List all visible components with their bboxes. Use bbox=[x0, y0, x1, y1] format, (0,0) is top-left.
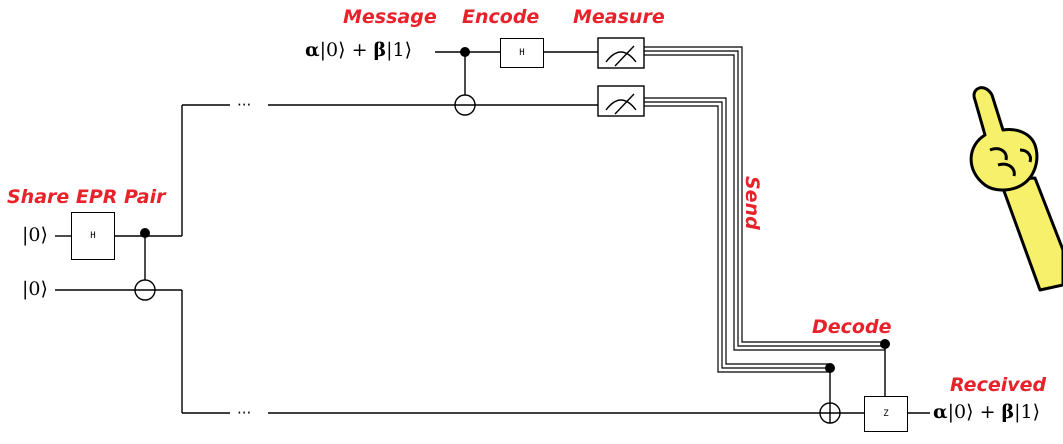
hadamard-gate-share: H bbox=[71, 212, 115, 260]
control-dot-z bbox=[880, 339, 890, 349]
label-message: Message bbox=[343, 6, 437, 28]
meter-2 bbox=[597, 85, 645, 117]
pointing-hand-icon bbox=[969, 86, 1063, 292]
ket-zero-1: |0⟩ bbox=[22, 224, 48, 246]
ket-zero-2: |0⟩ bbox=[22, 278, 48, 300]
received-state: α|0⟩ + β|1⟩ bbox=[933, 401, 1041, 423]
control-dot-epr bbox=[140, 228, 150, 238]
label-encode: Encode bbox=[462, 6, 540, 28]
control-dot-x bbox=[825, 363, 835, 373]
ellipsis-top: ··· bbox=[237, 96, 252, 114]
label-send: Send bbox=[741, 176, 763, 230]
z-gate-decode: Z bbox=[864, 396, 908, 432]
control-dot-msg bbox=[460, 47, 470, 57]
label-share-epr: Share EPR Pair bbox=[7, 186, 166, 208]
label-measure: Measure bbox=[573, 6, 665, 28]
label-received: Received bbox=[950, 374, 1047, 396]
ellipsis-bottom: ··· bbox=[237, 404, 252, 422]
label-decode: Decode bbox=[812, 316, 892, 338]
message-state: α|0⟩ + β|1⟩ bbox=[305, 39, 413, 61]
hadamard-gate-encode: H bbox=[500, 38, 544, 68]
meter-1 bbox=[597, 37, 645, 69]
